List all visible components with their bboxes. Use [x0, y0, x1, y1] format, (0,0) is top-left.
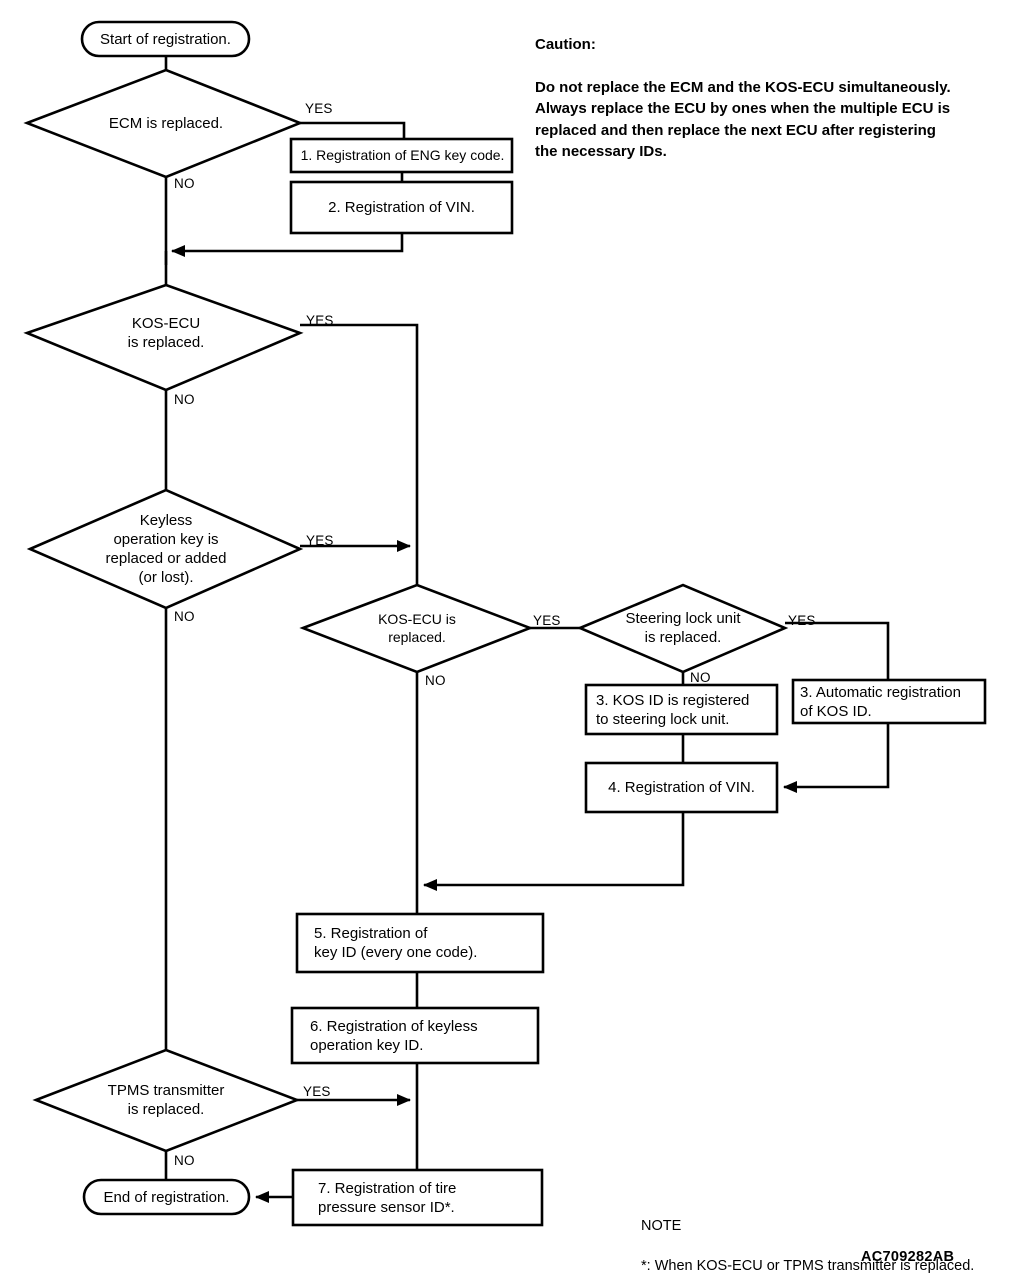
edge-label-tpms-yes: YES — [303, 1084, 331, 1099]
edge-label-kos1-no: NO — [174, 392, 195, 407]
figure-id-code: AC709282AB — [861, 1249, 955, 1265]
edge-label-kos1-yes: YES — [306, 313, 334, 328]
caution-body: Do not replace the ECM and the KOS-ECU s… — [535, 78, 951, 161]
edge-label-steering-no: NO — [690, 670, 711, 685]
node-d-steering-shape — [576, 583, 789, 674]
node-p3b-shape — [791, 678, 987, 725]
node-d-kos2-shape — [299, 583, 534, 674]
node-d-kos1-shape — [23, 283, 304, 392]
edge-label-keyless-no: NO — [174, 609, 195, 624]
node-p3a-shape — [584, 683, 779, 736]
note-body: *: When KOS-ECU or TPMS transmitter is r… — [641, 1258, 975, 1274]
node-p7-shape — [291, 1168, 544, 1227]
edge-label-ecm-yes: YES — [305, 101, 333, 116]
edge-label-steering-yes: YES — [788, 613, 816, 628]
note-block: NOTE *: When KOS-ECU or TPMS transmitter… — [641, 1196, 1007, 1279]
node-p5-shape — [295, 912, 545, 974]
node-end-shape — [82, 1178, 251, 1216]
caution-heading: Caution: — [535, 35, 596, 53]
node-d-keyless-shape — [26, 488, 304, 610]
node-p6-shape — [290, 1006, 540, 1065]
edge-label-tpms-no: NO — [174, 1153, 195, 1168]
edge-label-kos2-yes: YES — [533, 613, 561, 628]
node-d-tpms-shape — [32, 1048, 301, 1153]
note-heading: NOTE — [641, 1218, 682, 1234]
node-d-ecm-shape — [23, 68, 304, 179]
node-start-shape — [80, 20, 251, 58]
node-p4-shape — [584, 761, 779, 814]
edge-label-keyless-yes: YES — [306, 533, 334, 548]
node-p2-shape — [289, 180, 514, 235]
edge-label-ecm-no: NO — [174, 176, 195, 191]
node-p1-shape — [289, 137, 514, 174]
caution-block: Caution: Do not replace the ECM and the … — [535, 12, 1005, 184]
edge-label-kos2-no: NO — [425, 673, 446, 688]
